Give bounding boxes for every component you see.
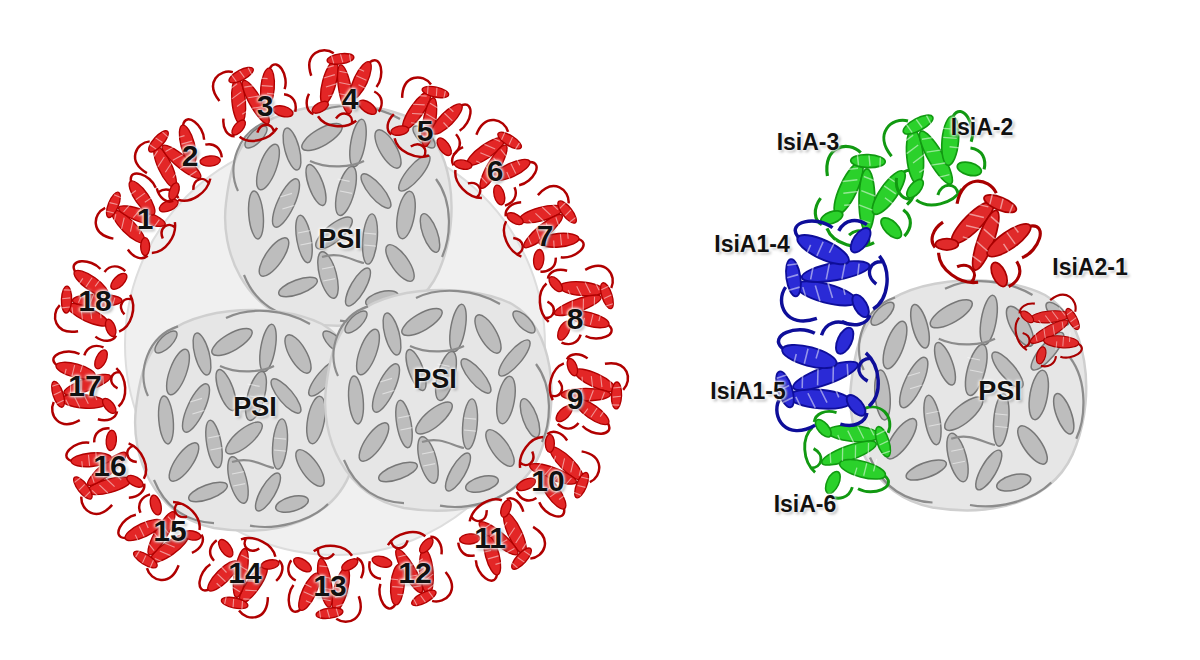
protein-label: PSI — [413, 365, 457, 395]
psi-trimer — [125, 105, 552, 555]
callout-number: 14 — [228, 556, 261, 589]
callout-number: 17 — [68, 369, 101, 402]
callout-number: 4 — [342, 82, 359, 115]
callout-number: 7 — [537, 219, 554, 252]
callout-number: 15 — [153, 514, 186, 547]
callout-number: 8 — [567, 302, 584, 335]
callout-number: 2 — [182, 139, 199, 172]
protein-label: IsiA1-5 — [710, 379, 785, 404]
callout-number: 18 — [78, 284, 111, 317]
protein-label: PSI — [978, 377, 1022, 407]
callout-number: 6 — [487, 154, 504, 187]
callout-number: 1 — [137, 202, 154, 235]
callout-number: 11 — [474, 521, 506, 554]
callout-number: 9 — [567, 382, 584, 415]
callout-number: 16 — [93, 449, 126, 482]
protein-label: IsiA1-4 — [714, 232, 789, 257]
isia-ring — [42, 50, 630, 622]
protein-label: PSI — [233, 393, 277, 423]
protein-label: IsiA-3 — [777, 130, 840, 155]
callout-number: 5 — [417, 114, 434, 147]
protein-label: IsiA2-1 — [1052, 255, 1127, 280]
protein-label: PSI — [318, 225, 362, 255]
callout-number: 13 — [313, 569, 346, 602]
callout-number: 3 — [257, 89, 274, 122]
protein-label: IsiA-6 — [774, 492, 837, 517]
callout-number: 10 — [531, 464, 564, 497]
callout-number: 12 — [398, 556, 431, 589]
protein-label: IsiA-2 — [951, 115, 1014, 140]
